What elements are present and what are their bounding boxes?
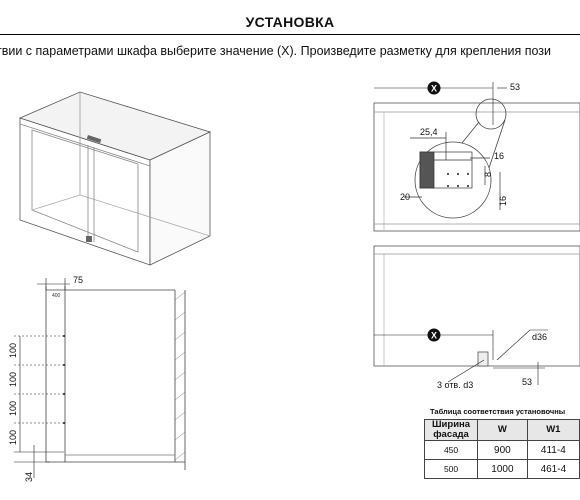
table-header-row: Ширина фасада W W1 (423, 419, 580, 441)
spacing-3: 100 (8, 401, 18, 416)
dim-20: 20 (400, 192, 410, 202)
spacing-4: 100 (8, 430, 18, 445)
table-cell: 900 (477, 440, 528, 460)
table-cell: 461-4 (526, 459, 580, 479)
x-marker (427, 81, 441, 95)
dim-53-bottom: 53 (522, 377, 532, 387)
table-cell: 411-4 (526, 440, 580, 460)
dim-16-a: 16 (494, 151, 504, 161)
table-row: 500 1000 461-4 (423, 459, 580, 479)
table-cell: 500 (423, 459, 479, 479)
x-marker-bottom-label: X (431, 331, 437, 341)
dim-34: 34 (24, 472, 34, 482)
table-cell: 450 (423, 440, 479, 460)
dim-8: 8 (483, 172, 493, 177)
col-header-width: Ширина фасада (423, 419, 479, 441)
table-caption: Таблица соответствия установочны (430, 407, 566, 416)
title-rule (0, 34, 580, 35)
dim-25-4: 25,4 (420, 127, 438, 137)
col-header-w1: W1 (526, 419, 580, 441)
holes-note: 3 отв. d3 (437, 380, 473, 390)
spacing-1: 100 (8, 343, 18, 358)
x-marker-label: X (431, 84, 437, 94)
instruction-text: твии с параметрами шкафа выберите значен… (0, 44, 552, 58)
spacing-2: 100 (8, 372, 18, 387)
panel-label: 400 (52, 293, 61, 299)
dim-16-b: 16 (498, 196, 508, 206)
x-marker-bottom (427, 328, 441, 342)
table-row: 450 900 411-4 (423, 440, 580, 460)
spec-table: Ширина фасада W W1 450 900 411-4 500 100… (423, 419, 580, 479)
dim-d36: d36 (532, 332, 547, 342)
table-cell: 1000 (477, 459, 528, 479)
page-title: УСТАНОВКА (245, 14, 335, 30)
col-header-w: W (477, 419, 528, 441)
dim-53-top: 53 (510, 82, 520, 92)
dim-75: 75 (73, 275, 83, 285)
